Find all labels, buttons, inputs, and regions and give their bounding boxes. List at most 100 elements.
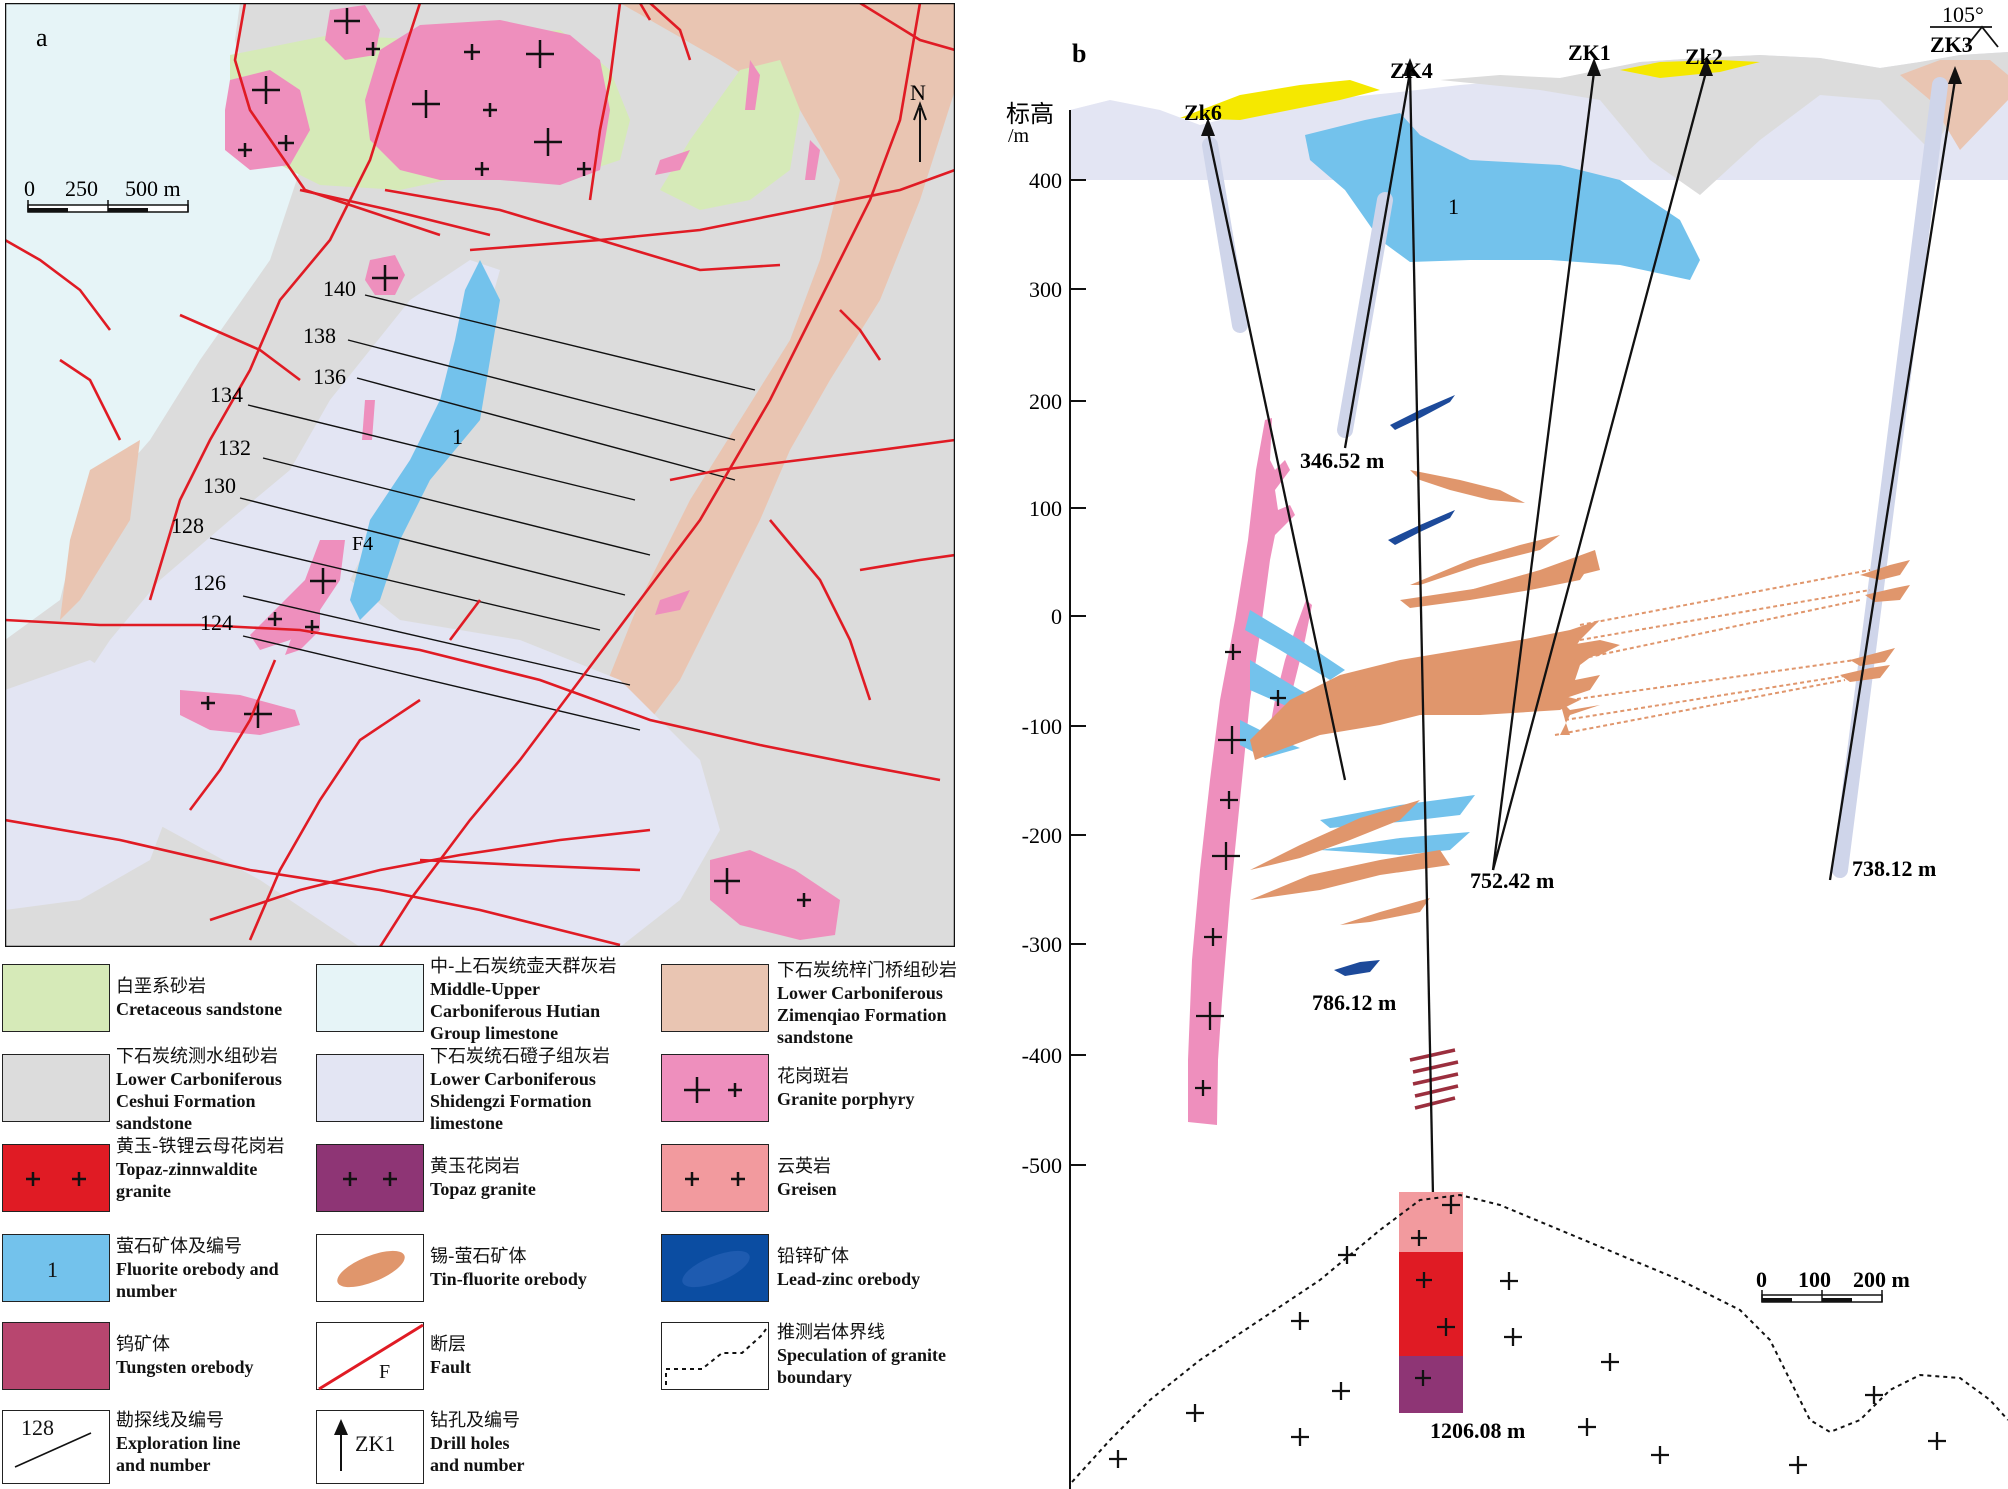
tin-fluorite-dotted-continuations [1554,569,1871,736]
tungsten-orebodies [1409,1048,1459,1110]
panel-b-scale-bar: 0 100 200 m [1756,1267,1910,1303]
svg-text:0: 0 [1051,604,1062,629]
svg-text:124: 124 [200,610,233,635]
depth-labels: 346.52 m 752.42 m 738.12 m 786.12 m 1206… [1300,448,1936,1443]
svg-text:-500: -500 [1022,1153,1062,1178]
orebody-lens-icon [682,1250,750,1288]
legend-swatch-hutian [316,964,424,1032]
granite-cupola-column [1399,1192,1463,1413]
elevation-axis: 400 300 200 100 0 -100 -200 -300 -400 -5… [1006,100,1086,1489]
svg-text:128: 128 [171,513,204,538]
orebody-lens-icon [337,1250,405,1288]
fault-f4-label: F4 [352,533,373,555]
svg-text:100: 100 [1029,496,1062,521]
panel-a-label: a [36,23,48,52]
svg-text:130: 130 [203,473,236,498]
svg-text:100: 100 [1798,1267,1831,1292]
panel-a-map: a 0 250 500 m N 140 138 136 134 132 130 [5,3,955,947]
svg-text:126: 126 [193,570,226,595]
svg-text:136: 136 [313,364,346,389]
drill-hole-traces [1206,71,1957,1197]
legend-swatch-fault: F [316,1322,424,1391]
section-surface-cretaceous-1 [1180,80,1380,120]
exploration-line-icon [14,1432,92,1468]
drill-hole-labels: Zk6 ZK4 ZK1 Zk2 ZK3 [1184,32,1973,125]
cretaceous-sandstone-east [660,60,800,210]
legend-swatch-fluorite: 1 [2,1234,110,1302]
svg-text:138: 138 [303,323,336,348]
svg-text:1206.08 m: 1206.08 m [1430,1418,1525,1443]
drill-hole-arrows [1201,58,1962,136]
lead-zinc-orebodies [1334,395,1455,976]
section-surface-grey [1440,52,2008,195]
exploration-lines [209,294,756,731]
drill-hole-arrow-icon [334,1419,348,1471]
fault-line-icon [318,1323,424,1391]
azimuth-marker: 105° [1930,2,1999,48]
zimenqiao-sandstone-area [560,3,955,820]
elevation-label: 标高 [1006,100,1054,128]
svg-text:ZK4: ZK4 [1390,58,1433,83]
svg-text:738.12 m: 738.12 m [1852,856,1936,881]
svg-text:105°: 105° [1942,2,1984,27]
orebody-1-section-label: 1 [1448,194,1459,219]
legend-swatch-greisen [661,1144,769,1212]
svg-text:Zk2: Zk2 [1685,44,1723,69]
shidengzi-limestone-west [5,660,180,910]
section-surface-tan [1900,60,2008,150]
north-arrow: N [910,80,927,162]
svg-text:0: 0 [24,176,35,201]
section-plus-symbols [1109,644,1946,1474]
svg-text:500 m: 500 m [125,176,181,201]
legend-swatch-topaz-granite [316,1144,424,1212]
dashed-boundary-icon [665,1328,767,1385]
legend-swatch-tin-fluorite [316,1234,424,1302]
legend-swatch-tungsten [2,1322,110,1390]
legend-swatch-cretaceous [2,964,110,1032]
svg-text:-300: -300 [1022,932,1062,957]
faults [5,3,955,947]
panel-b-label: b [1072,39,1086,68]
legend-swatch-lead-zinc [661,1234,769,1302]
svg-text:ZK1: ZK1 [1568,40,1611,65]
fluorite-orebody-1-map [350,260,500,620]
svg-text:140: 140 [323,276,356,301]
svg-text:400: 400 [1029,168,1062,193]
legend-swatch-zimenqiao [661,964,769,1032]
legend-swatch-speculation [661,1322,769,1390]
svg-text:200 m: 200 m [1853,1267,1910,1292]
svg-text:200: 200 [1029,389,1062,414]
plus-icon [26,1172,86,1186]
svg-text:346.52 m: 346.52 m [1300,448,1384,473]
speculated-granite-boundary [1071,1193,2008,1483]
svg-text:134: 134 [210,382,243,407]
plus-icon [684,1077,742,1103]
svg-text:ZK3: ZK3 [1930,32,1973,57]
svg-text:Zk6: Zk6 [1184,100,1222,125]
svg-text:132: 132 [218,435,251,460]
legend-swatch-topaz-zinnwaldite [2,1144,110,1212]
granite-plus-symbols [201,8,811,907]
legend-swatch-exploration: 128 [2,1410,110,1484]
panel-a-scale-bar: 0 250 500 m [24,176,189,213]
section-surface-cretaceous-2 [1620,60,1760,78]
orebody-1-map-label: 1 [452,424,463,449]
plus-icon [343,1172,397,1186]
svg-text:786.12 m: 786.12 m [1312,990,1396,1015]
fluorite-orebody-1-section [1305,113,1700,280]
svg-text:752.42 m: 752.42 m [1470,868,1554,893]
granite-porphyry-dyke [1188,418,1295,1125]
